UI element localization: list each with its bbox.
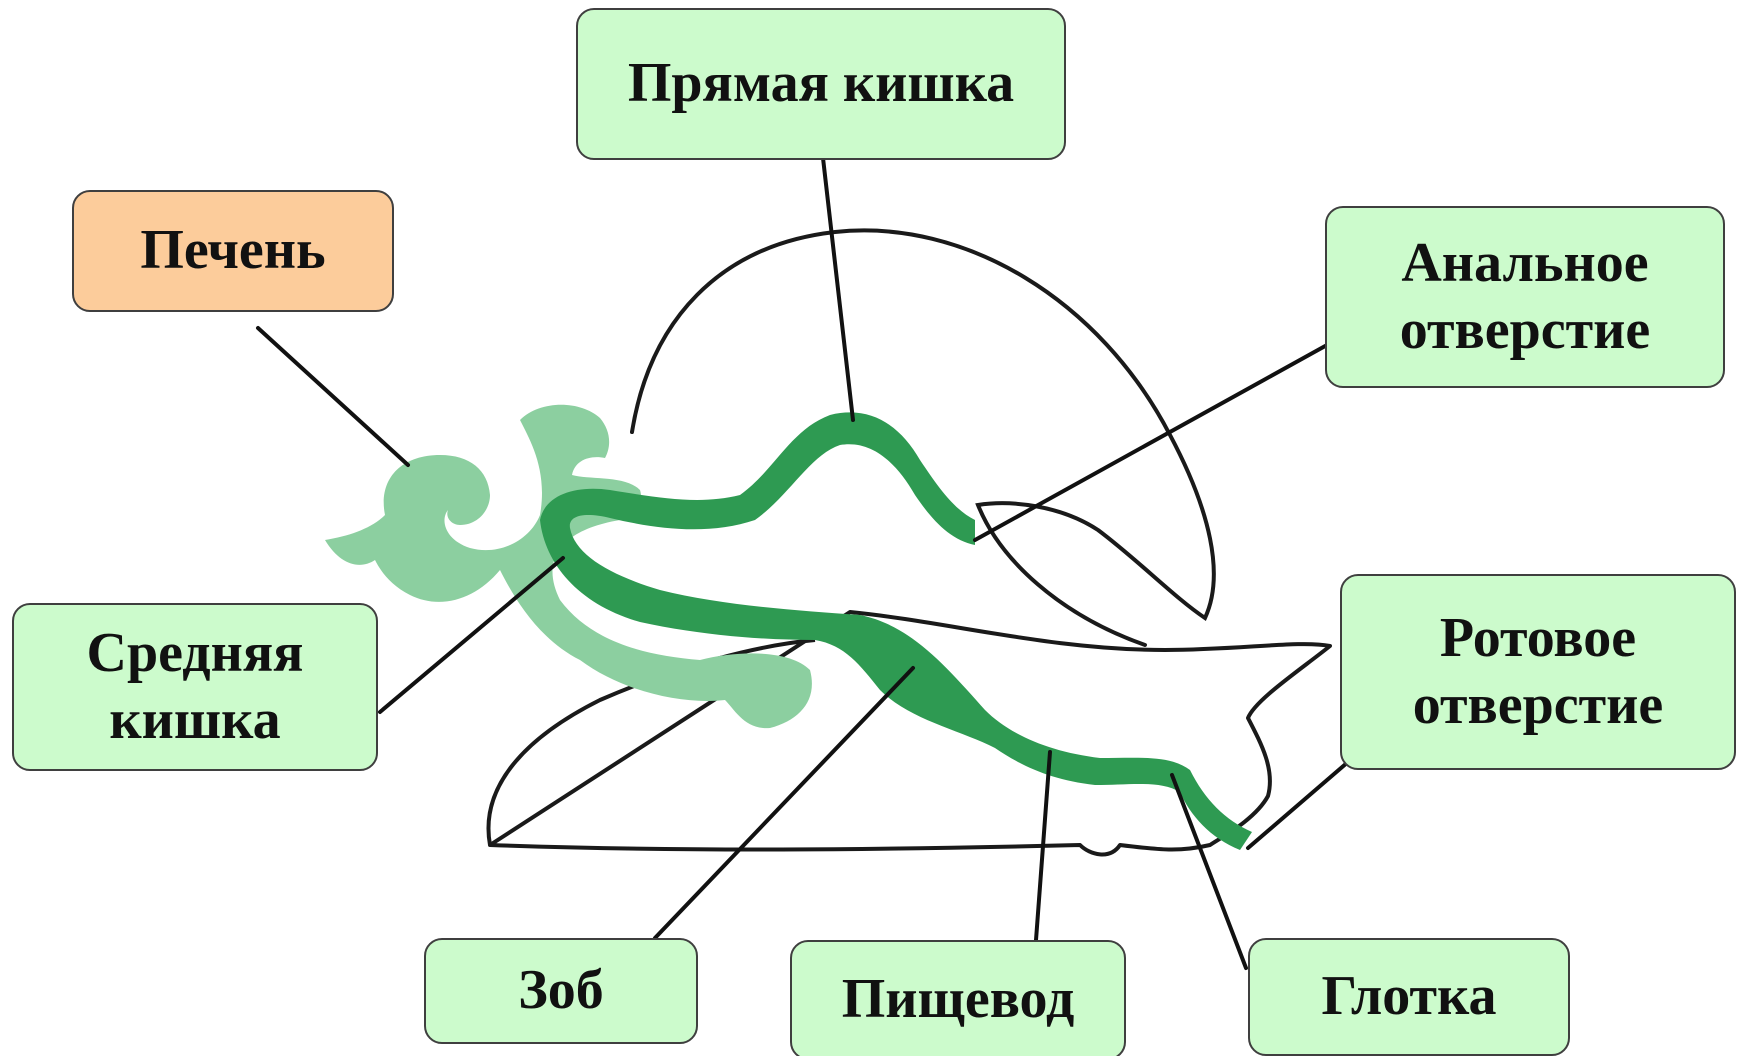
leader-line-rectum (823, 158, 853, 420)
leader-line-liver (258, 328, 408, 465)
label-pharynx: Глотка (1248, 938, 1570, 1056)
label-mouth: Ротовое отверстие (1340, 574, 1736, 770)
label-midgut: Средняя кишка (12, 603, 378, 771)
label-liver-text: Печень (140, 217, 325, 284)
label-rectum: Прямая кишка (576, 8, 1066, 160)
label-anus-text: Анальное отверстие (1400, 230, 1651, 364)
shell-outline (632, 230, 1214, 645)
label-rectum-text: Прямая кишка (628, 50, 1014, 117)
label-esophagus-text: Пищевод (842, 966, 1075, 1033)
label-crop-text: Зоб (518, 957, 604, 1024)
label-crop: Зоб (424, 938, 698, 1044)
label-anus: Анальное отверстие (1325, 206, 1725, 388)
label-liver: Печень (72, 190, 394, 312)
label-esophagus: Пищевод (790, 940, 1126, 1056)
gut-tube (540, 412, 1252, 850)
label-pharynx-text: Глотка (1322, 963, 1497, 1030)
label-midgut-text: Средняя кишка (87, 620, 304, 754)
leader-line-anus (975, 345, 1327, 540)
label-mouth-text: Ротовое отверстие (1413, 605, 1664, 739)
